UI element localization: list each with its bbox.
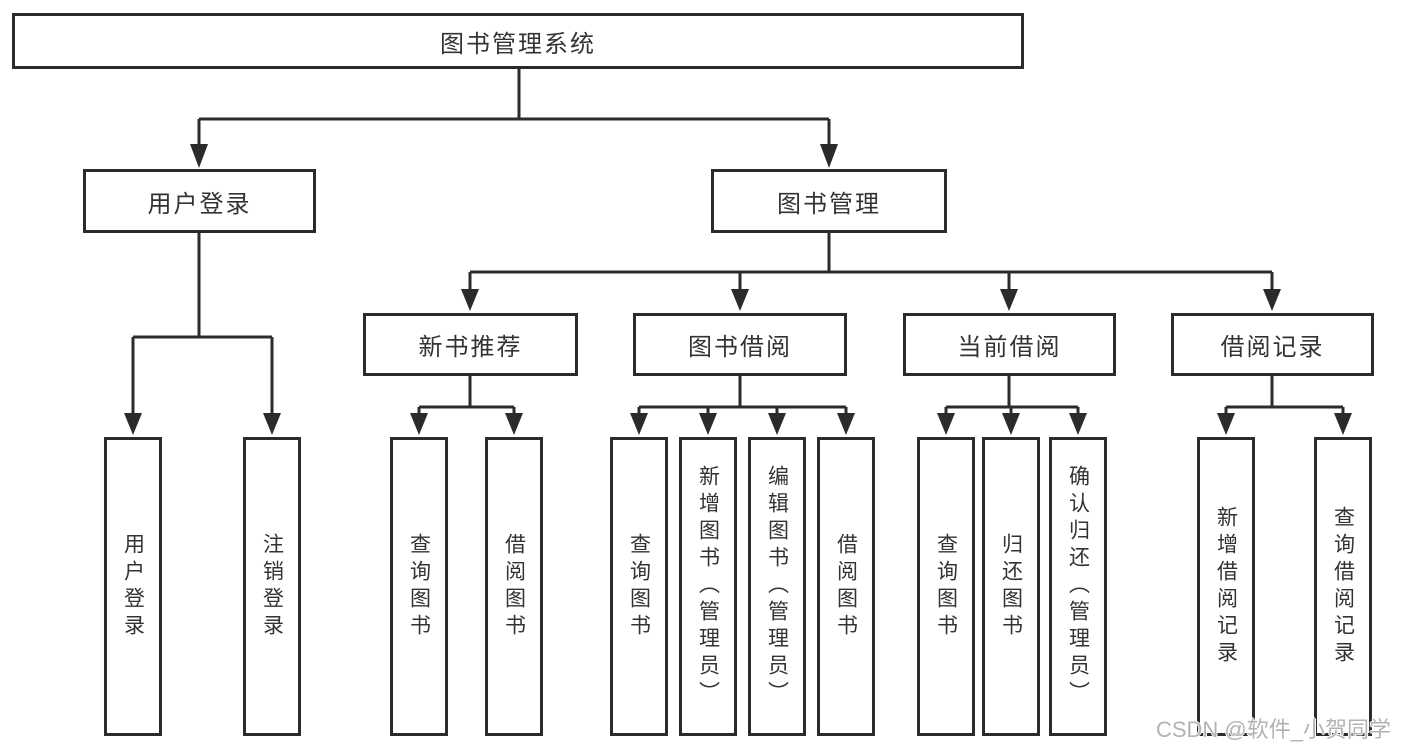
node-new-book-recommend: 新书推荐 <box>363 313 578 376</box>
node-root: 图书管理系统 <box>12 13 1024 69</box>
node-borrow-records: 借阅记录 <box>1171 313 1374 376</box>
leaf-confirm-return-admin: 确认归还（管理员） <box>1049 437 1107 736</box>
leaf-borrow-books: 借阅图书 <box>817 437 875 736</box>
leaf-logout: 注销登录 <box>243 437 301 736</box>
leaf-user-login: 用户登录 <box>104 437 162 736</box>
connector-root-to-level2 <box>197 68 831 146</box>
connector-borrow-records-branch <box>1224 376 1345 416</box>
leaf-add-borrow-record: 新增借阅记录 <box>1197 437 1255 736</box>
csdn-watermark: CSDN @软件_小贺同学 <box>1155 717 1391 742</box>
connector-book-management-branch <box>468 233 1274 292</box>
node-book-management: 图书管理 <box>711 169 947 233</box>
leaf-query-borrow-record: 查询借阅记录 <box>1314 437 1372 736</box>
connector-current-borrow-branch <box>944 376 1080 416</box>
leaf-edit-books-admin: 编辑图书（管理员） <box>748 437 806 736</box>
leaf-return-books: 归还图书 <box>982 437 1040 736</box>
connector-user-login-branch <box>131 233 274 416</box>
leaf-query-books-current: 查询图书 <box>917 437 975 736</box>
leaf-borrow-books-recommend: 借阅图书 <box>485 437 543 736</box>
node-user-login: 用户登录 <box>83 169 316 233</box>
leaf-query-books-recommend: 查询图书 <box>390 437 448 736</box>
connector-new-book-branch <box>417 376 516 416</box>
leaf-query-books-borrow: 查询图书 <box>610 437 668 736</box>
node-book-borrow: 图书借阅 <box>633 313 847 376</box>
connector-book-borrow-branch <box>637 376 848 416</box>
leaf-add-books-admin: 新增图书（管理员） <box>679 437 737 736</box>
node-current-borrow: 当前借阅 <box>903 313 1116 376</box>
